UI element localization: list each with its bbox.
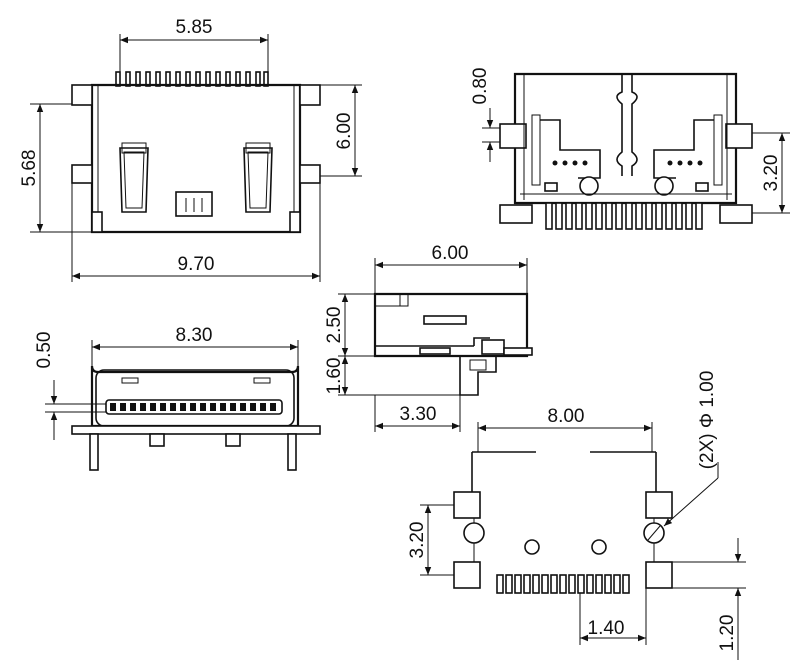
top-view-bottom-label: 9.70 <box>178 254 215 275</box>
footprint-hole-label: (2X) Φ 1.00 <box>697 371 718 470</box>
front-view-pitch-label: 0.80 <box>470 68 491 105</box>
footprint-pads <box>496 574 630 594</box>
side-view-lower-label: 1.60 <box>324 358 345 395</box>
footprint-left-label: 3.20 <box>407 522 428 559</box>
front-view-pins <box>545 202 703 230</box>
side-view: 6.00 2.50 1.60 3.30 <box>324 243 533 432</box>
top-view-right-label: 6.00 <box>334 113 355 150</box>
mount-hole-left <box>463 522 485 544</box>
side-view-top-label: 6.00 <box>432 243 469 264</box>
end-view-top-label: 8.30 <box>176 325 213 346</box>
footprint-view: 8.00 (2X) Φ 1.00 3.20 1.40 1.20 <box>407 371 746 660</box>
footprint-bottom-label: 1.40 <box>588 618 625 639</box>
top-view-width-label: 5.85 <box>176 17 213 38</box>
footprint-right-label: 1.20 <box>717 615 738 652</box>
footprint-top-label: 8.00 <box>548 406 585 427</box>
top-view-height-label: 5.68 <box>19 150 40 187</box>
front-view: 0.80 3.20 <box>470 68 790 230</box>
end-view-contacts <box>110 403 276 411</box>
side-view-upper-label: 2.50 <box>324 307 345 344</box>
side-view-bottom-label: 3.30 <box>400 404 437 425</box>
end-view-left-label: 0.50 <box>34 332 55 369</box>
front-view-right-label: 3.20 <box>761 155 782 192</box>
top-view: 5.85 5.68 6.00 9.70 <box>19 17 362 282</box>
end-view: 8.30 0.50 <box>34 325 321 471</box>
top-view-pins <box>115 71 269 87</box>
